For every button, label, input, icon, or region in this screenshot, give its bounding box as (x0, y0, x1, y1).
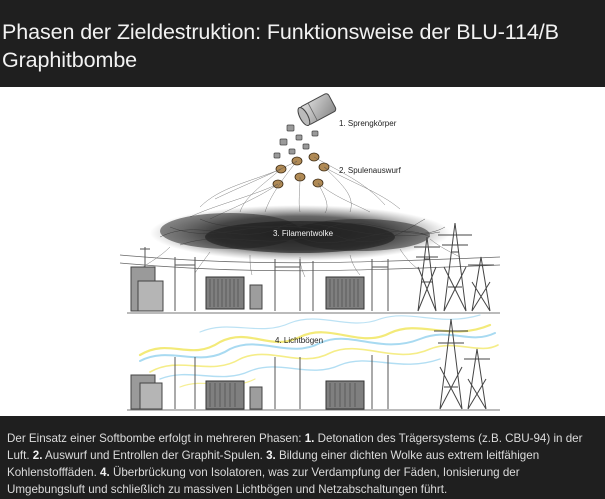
caption-step-4-text: Überbrückung von Isolatoren, was zur Ver… (7, 466, 520, 496)
caption-step-2-number: 2. (32, 449, 43, 462)
caption-step-3-text: Bildung einer dichten Wolke aus extrem l… (7, 449, 540, 479)
spool-fragments (273, 124, 319, 159)
page-title: Phasen der Zieldestruktion: Funktionswei… (2, 20, 559, 72)
bottom-scene: 4. Lichtbögen (127, 314, 500, 411)
pylons-top (414, 222, 494, 312)
top-scene: 1. Sprengkörper 2. Spulenauswurf (119, 93, 501, 314)
bomb-canister-icon (297, 93, 337, 127)
label-lichtboegen: 4. Lichtbögen (275, 336, 323, 345)
pylons-bottom (434, 318, 490, 410)
label-sprengkoerper: 1. Sprengkörper (339, 119, 397, 128)
graphite-spools (272, 152, 330, 189)
filament-cloud (139, 205, 461, 278)
caption-step-1-number: 1. (304, 432, 315, 445)
label-filamentwolke: 3. Filamentwolke (273, 229, 334, 238)
substation-bottom (130, 355, 389, 410)
caption-step-2-text: Auswurf und Entrollen der Graphit-Spulen… (42, 449, 267, 462)
caption-step-4-number: 4. (100, 466, 110, 479)
caption-step-3-number: 3. (266, 449, 276, 462)
diagram-panel: 1. Sprengkörper 2. Spulenauswurf (0, 87, 605, 416)
diagram-illustration: 1. Sprengkörper 2. Spulenauswurf (119, 93, 501, 411)
caption-text: Der Einsatz einer Softbombe erfolgt in m… (7, 430, 599, 498)
caption-step-1-text: Detonation des Trägersystems (z.B. CBU-9… (7, 432, 583, 462)
substation-top (119, 247, 501, 314)
caption-intro: Der Einsatz einer Softbombe erfolgt in m… (7, 432, 305, 445)
label-spulenauswurf: 2. Spulenauswurf (339, 166, 402, 175)
electric-arcs (138, 314, 499, 388)
